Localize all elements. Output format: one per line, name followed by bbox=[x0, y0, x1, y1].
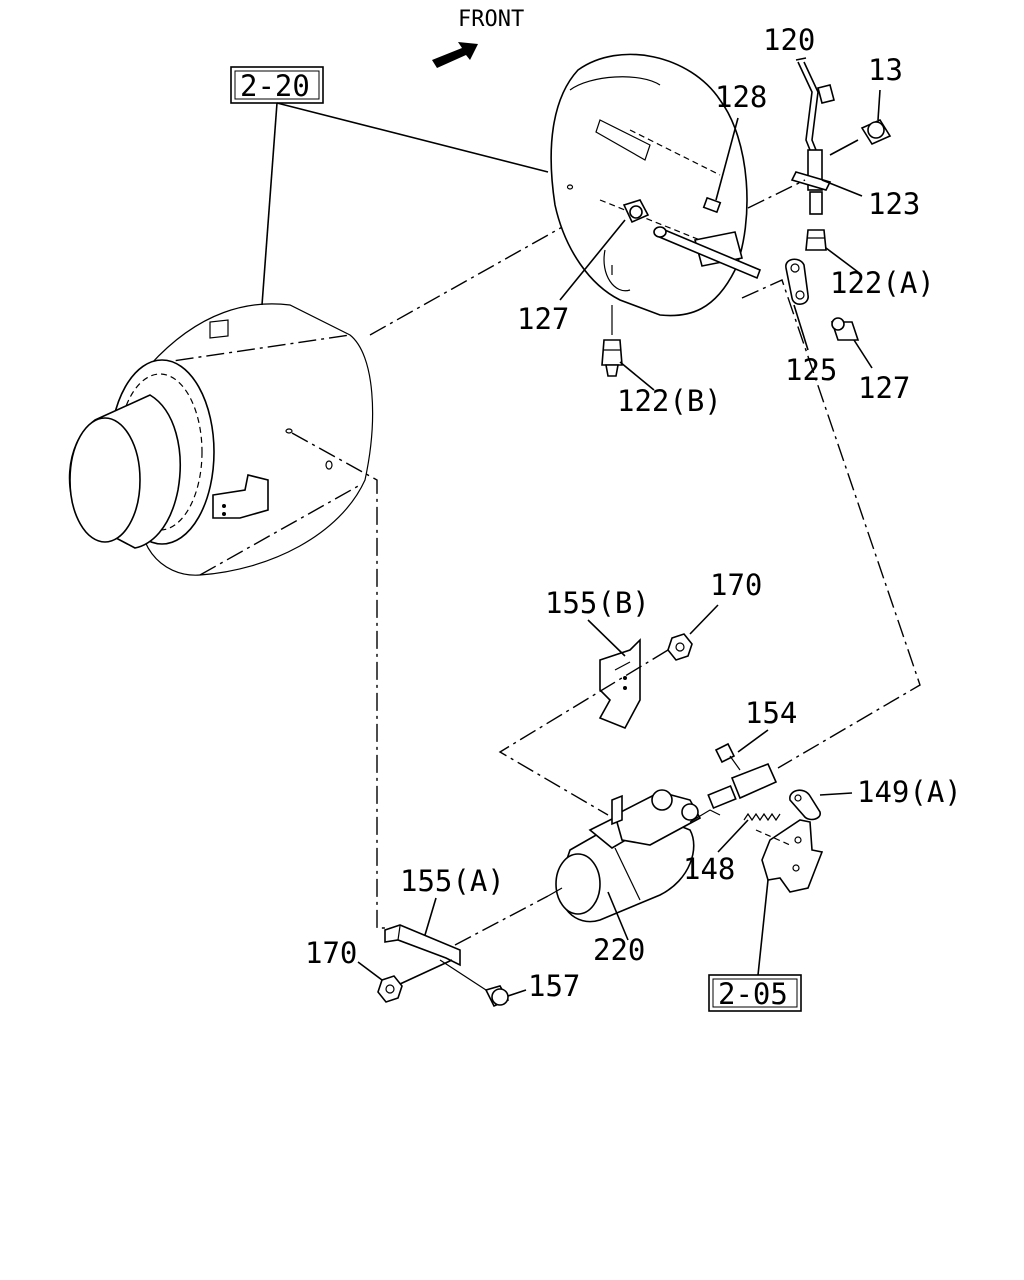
callout-label: 125 bbox=[785, 353, 837, 387]
clevis-part[interactable] bbox=[707, 762, 778, 810]
leader-220 bbox=[607, 891, 629, 941]
leader-127-lower bbox=[853, 339, 873, 369]
leader-149a bbox=[819, 792, 853, 796]
hose-120-part[interactable] bbox=[790, 61, 835, 215]
leader-155a bbox=[424, 897, 437, 936]
leader-157-b bbox=[439, 959, 487, 991]
center-line-220 bbox=[454, 895, 549, 946]
ref-2-05-leader bbox=[757, 879, 769, 976]
bracket-155b-part[interactable] bbox=[598, 638, 641, 730]
callout-label: 170 bbox=[305, 936, 357, 970]
front-label: FRONT bbox=[458, 7, 524, 32]
bolt-157-part[interactable] bbox=[484, 985, 510, 1008]
callout-label: 220 bbox=[593, 933, 645, 967]
cylinder-220-part[interactable] bbox=[547, 789, 721, 923]
bolt-13-part[interactable] bbox=[860, 118, 892, 146]
leader-127-upper bbox=[559, 219, 626, 301]
leader-170-lower bbox=[357, 961, 383, 981]
fitting-127-lower-part[interactable] bbox=[830, 317, 860, 341]
callout-label: 154 bbox=[745, 696, 797, 730]
center-line-right bbox=[741, 279, 921, 769]
leader-125 bbox=[793, 304, 809, 351]
callout-label: 128 bbox=[715, 80, 767, 114]
bolt-154-part[interactable] bbox=[714, 742, 741, 771]
leader-170-lower-b bbox=[399, 959, 453, 985]
callout-label: 123 bbox=[868, 187, 920, 221]
leader-123 bbox=[821, 179, 863, 197]
leader-155b bbox=[587, 619, 626, 657]
bracket-2-05-part[interactable] bbox=[761, 819, 824, 893]
fitting-127-upper-part[interactable] bbox=[622, 199, 650, 224]
leader-148 bbox=[717, 819, 749, 853]
center-line-2-05 bbox=[755, 829, 791, 846]
ref-2-20-leaders bbox=[261, 102, 549, 306]
spring-148-part[interactable] bbox=[743, 812, 781, 822]
center-line-155b bbox=[498, 649, 669, 816]
leader-157 bbox=[507, 989, 527, 997]
nut-170-upper-part[interactable] bbox=[667, 633, 693, 661]
ref-box-2-20[interactable]: 2-20 bbox=[230, 66, 324, 104]
leader-170-upper bbox=[689, 604, 719, 635]
ref-box-label: 2-05 bbox=[718, 977, 788, 1011]
callout-label: 170 bbox=[710, 568, 762, 602]
leader-120 bbox=[795, 57, 807, 61]
link-149a-part[interactable] bbox=[789, 789, 821, 821]
fitting-122b-part[interactable] bbox=[601, 305, 623, 377]
nut-170-lower-part[interactable] bbox=[377, 975, 403, 1003]
leader-128 bbox=[715, 117, 739, 201]
leader-13 bbox=[877, 89, 881, 121]
callout-label: 127 bbox=[517, 302, 569, 336]
callout-label: 122(A) bbox=[830, 266, 935, 300]
callout-label: 127 bbox=[858, 371, 910, 405]
lever-125-part[interactable] bbox=[785, 258, 809, 305]
callout-label: 157 bbox=[528, 969, 580, 1003]
leader-13-b bbox=[829, 139, 859, 156]
center-line-123 bbox=[747, 179, 806, 209]
callout-label: 149(A) bbox=[857, 775, 962, 809]
fitting-122a-part[interactable] bbox=[805, 229, 827, 251]
leader-122a bbox=[825, 247, 859, 273]
ref-box-label: 2-20 bbox=[240, 69, 310, 103]
bracket-155a-part[interactable] bbox=[384, 924, 461, 967]
center-line-lower bbox=[291, 432, 390, 929]
transmission-housing-part[interactable] bbox=[68, 303, 374, 576]
leader-122b bbox=[619, 361, 655, 391]
callout-label: 13 bbox=[868, 53, 903, 87]
callout-label: 155(A) bbox=[400, 864, 505, 898]
ref-box-2-05[interactable]: 2-05 bbox=[708, 974, 802, 1012]
front-arrow-icon bbox=[432, 42, 478, 68]
callout-label: 148 bbox=[683, 852, 735, 886]
callout-label: 122(B) bbox=[617, 384, 722, 418]
leader-154 bbox=[737, 729, 769, 753]
callout-label: 155(B) bbox=[545, 586, 650, 620]
callout-label: 120 bbox=[763, 23, 815, 57]
